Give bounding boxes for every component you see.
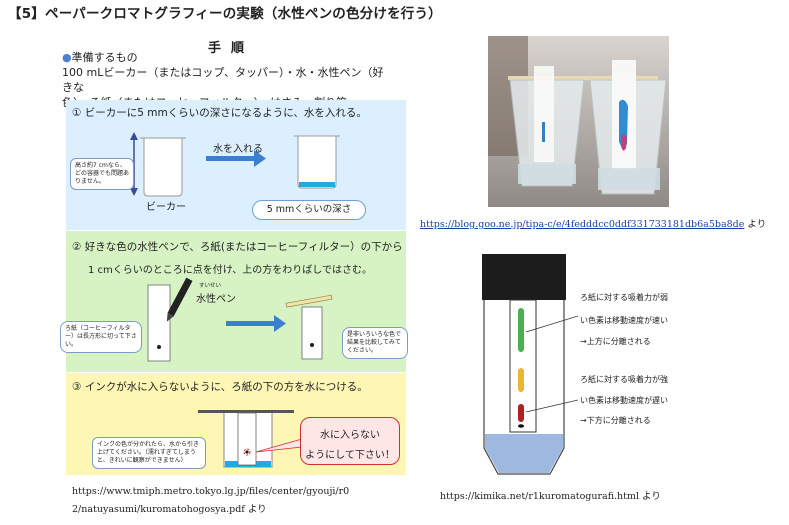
source-left-line-1: https://www.tmiph.metro.tokyo.lg.jp/file… (72, 486, 350, 497)
step-2-text-2: 1 cmくらいのところに点を付け、上の方をわりばしではさむ。 (88, 265, 372, 276)
procedure-heading: 手順 (208, 41, 255, 56)
step-2-text-1: ② 好きな色の水性ペンで、ろ紙(またはコーヒーフィルター）の下から (72, 241, 403, 253)
pen-ruby: すいせい (199, 283, 222, 289)
photo-source: https://blog.goo.ne.jp/tipa-c/e/4fedddcc… (420, 216, 766, 230)
materials-line-1: 100 mLビーカー（またはコップ、タッパー）・水・水性ペン（好きな (62, 66, 384, 94)
photo-source-suffix: より (744, 219, 767, 230)
container-height-note: 高さ約7 cmなら、どの容器でも問題ありません。 (70, 158, 134, 190)
lower-label-3: →下方に分離される (580, 416, 651, 425)
materials-heading: 準備するもの (71, 51, 138, 64)
warning-line-2: ようにして下さい！ (305, 450, 395, 461)
step-1-panel: ① ビーカーに5 mmくらいの深さになるように、水を入れる。 高さ約7 cmなら… (66, 100, 406, 230)
step-3-text: ③ インクが水に入らないように、ろ紙の下の方を水につける。 (72, 381, 368, 393)
step-1-illustration (130, 132, 340, 197)
upper-label-3: →上方に分離される (580, 337, 651, 346)
lower-label-1: ろ紙に対する吸着力が強 (580, 375, 668, 384)
step-2-illustration (147, 277, 333, 362)
filter-paper-note: ろ紙（コーヒーフィルター）は長方形に切って下さい。 (60, 321, 142, 353)
step-3-illustration (198, 410, 303, 468)
diagram-source[interactable]: https://kimika.net/r1kuromatogurafi.html… (440, 491, 661, 502)
photo-source-link[interactable]: https://blog.goo.ne.jp/tipa-c/e/4fedddcc… (420, 219, 745, 230)
upper-label-2: い色素は移動速度が速い (580, 316, 668, 325)
bullet-icon: ● (62, 51, 72, 64)
source-left-line-2[interactable]: 2/natuyasumi/kuromatohogosya.pdf より (72, 504, 267, 515)
warning-line-1: 水に入らない (320, 430, 380, 441)
warning-callout: 水に入らない ようにして下さい！ (300, 417, 400, 465)
step-1-text: ① ビーカーに5 mmくらいの深さになるように、水を入れる。 (72, 107, 367, 119)
lift-out-note: インクの色が分かれたら、水から引き上げてください。（濡れすぎてしまうと、きれいに… (92, 437, 206, 469)
beaker-label: ビーカー (146, 202, 186, 213)
upper-label-1: ろ紙に対する吸着力が弱 (580, 293, 668, 302)
chromatography-tube-diagram (482, 254, 578, 475)
compare-colors-note: 是非いろいろな色で結果を比較してみてください。 (342, 327, 408, 359)
depth-callout: 5 mmくらいの深さ (252, 200, 366, 220)
step-3-panel: ③ インクが水に入らないように、ろ紙の下の方を水につける。 インクの色が分かれた… (66, 373, 406, 475)
lower-label-2: い色素は移動速度が遅い (580, 396, 668, 405)
pen-label: 水性ペン (196, 294, 236, 305)
page-title: 【5】ペーパークロマトグラフィーの実験（水性ペンの色分けを行う） (8, 6, 442, 22)
step-2-panel: ② 好きな色の水性ペンで、ろ紙(またはコーヒーフィルター）の下から 1 cmくら… (60, 231, 408, 372)
experiment-photo (488, 36, 669, 207)
add-water-label: 水を入れる (213, 144, 263, 155)
